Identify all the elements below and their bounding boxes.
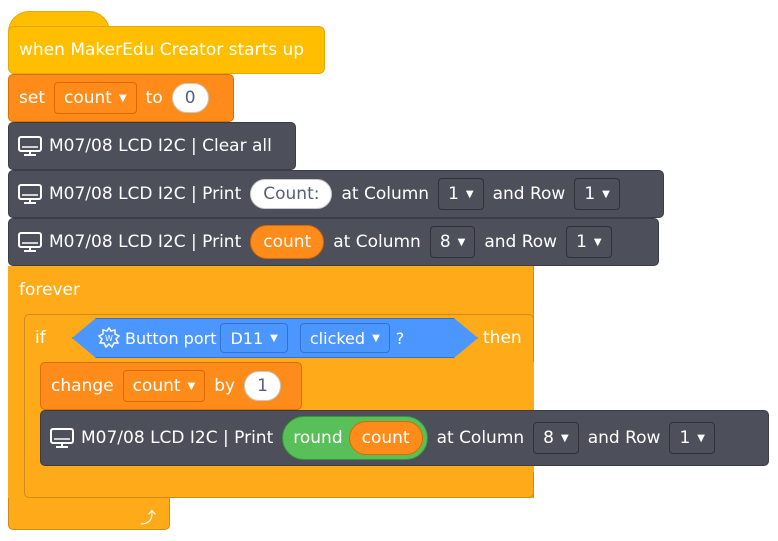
dropdown-caret-icon: ▼ [372, 332, 380, 344]
round-reporter[interactable]: round count [282, 416, 428, 460]
clear-label: M07/08 LCD I2C | Clear all [49, 136, 272, 156]
column-value: 8 [439, 232, 451, 252]
dropdown-caret-icon: ▼ [270, 332, 278, 344]
column-dropdown[interactable]: 1 ▼ [438, 178, 484, 210]
to-label: to [145, 88, 163, 108]
variable-name: count [63, 88, 112, 108]
set-variable-block[interactable]: set count ▼ to 0 [8, 74, 234, 122]
row-label: and Row [587, 428, 661, 448]
row-dropdown[interactable]: 1 ▼ [566, 226, 612, 258]
row-dropdown[interactable]: 1 ▼ [669, 422, 715, 454]
round-label: round [293, 428, 343, 448]
column-value: 1 [448, 184, 459, 204]
column-label: at Column [333, 232, 421, 252]
forever-header: forever [10, 268, 85, 312]
print-text-input[interactable]: Count: [250, 179, 333, 209]
question-mark: ? [395, 328, 405, 348]
row-label: and Row [492, 184, 566, 204]
dropdown-caret-icon: ▼ [118, 92, 127, 104]
print-label: M07/08 LCD I2C | Print [81, 428, 274, 448]
change-label: change [51, 376, 114, 396]
port-dropdown[interactable]: D11 ▼ [220, 323, 287, 353]
dropdown-caret-icon: ▼ [561, 432, 569, 444]
lcd-monitor-icon [17, 182, 43, 206]
lcd-monitor-icon [49, 426, 75, 450]
count-reporter[interactable]: count [348, 421, 423, 455]
event-dropdown[interactable]: clicked ▼ [300, 323, 390, 353]
then-wrap: then [478, 316, 527, 360]
row-dropdown[interactable]: 1 ▼ [574, 178, 620, 210]
lcd-print-round-block[interactable]: M07/08 LCD I2C | Print round count at Co… [40, 410, 769, 466]
column-value: 8 [543, 428, 554, 448]
dropdown-caret-icon: ▼ [457, 236, 466, 248]
dropdown-caret-icon: ▼ [697, 432, 705, 444]
row-value: 1 [576, 232, 587, 252]
lcd-monitor-icon [17, 134, 43, 158]
print-label: M07/08 LCD I2C | Print [49, 232, 242, 252]
variable-dropdown[interactable]: count ▼ [53, 82, 137, 114]
if-header: if [26, 316, 51, 360]
hat-label: when MakerEdu Creator starts up [19, 40, 305, 60]
dropdown-caret-icon: ▼ [593, 236, 602, 248]
column-label: at Column [341, 184, 430, 204]
dropdown-caret-icon: ▼ [465, 188, 474, 200]
button-port-label: Button port [125, 328, 217, 348]
variable-dropdown[interactable]: count ▼ [122, 370, 206, 402]
column-dropdown[interactable]: 8 ▼ [429, 226, 476, 258]
variable-name: count [132, 376, 181, 396]
svg-text:W: W [105, 334, 113, 343]
row-value: 1 [584, 184, 596, 204]
lcd-print-variable-block[interactable]: M07/08 LCD I2C | Print count at Column 8… [8, 218, 659, 266]
set-value-input[interactable]: 0 [171, 83, 209, 113]
set-label: set [19, 88, 45, 108]
then-label: then [483, 328, 522, 348]
port-value: D11 [230, 328, 264, 348]
when-starts-up-block[interactable]: when MakerEdu Creator starts up [8, 26, 325, 74]
count-reporter[interactable]: count [250, 225, 325, 259]
column-dropdown[interactable]: 8 ▼ [533, 422, 579, 454]
if-label: if [35, 328, 46, 348]
column-label: at Column [436, 428, 525, 448]
forever-loop-arrow-icon: ⤴ [140, 508, 157, 527]
row-value: 1 [679, 428, 691, 448]
dropdown-caret-icon: ▼ [187, 380, 196, 392]
print-label: M07/08 LCD I2C | Print [49, 184, 242, 204]
row-label: and Row [484, 232, 558, 252]
button-module-icon: W [97, 326, 121, 350]
change-variable-block[interactable]: change count ▼ by 1 [40, 362, 302, 410]
lcd-clear-all-block[interactable]: M07/08 LCD I2C | Clear all [8, 122, 296, 170]
lcd-print-text-block[interactable]: M07/08 LCD I2C | Print Count: at Column … [8, 170, 664, 218]
forever-label: forever [19, 280, 80, 300]
lcd-monitor-icon [17, 230, 43, 254]
by-label: by [214, 376, 236, 396]
change-value-input[interactable]: 1 [244, 371, 281, 401]
event-value: clicked [309, 328, 366, 348]
dropdown-caret-icon: ▼ [602, 188, 610, 200]
button-clicked-condition[interactable]: W Button port D11 ▼ clicked ▼ ? [72, 318, 478, 358]
